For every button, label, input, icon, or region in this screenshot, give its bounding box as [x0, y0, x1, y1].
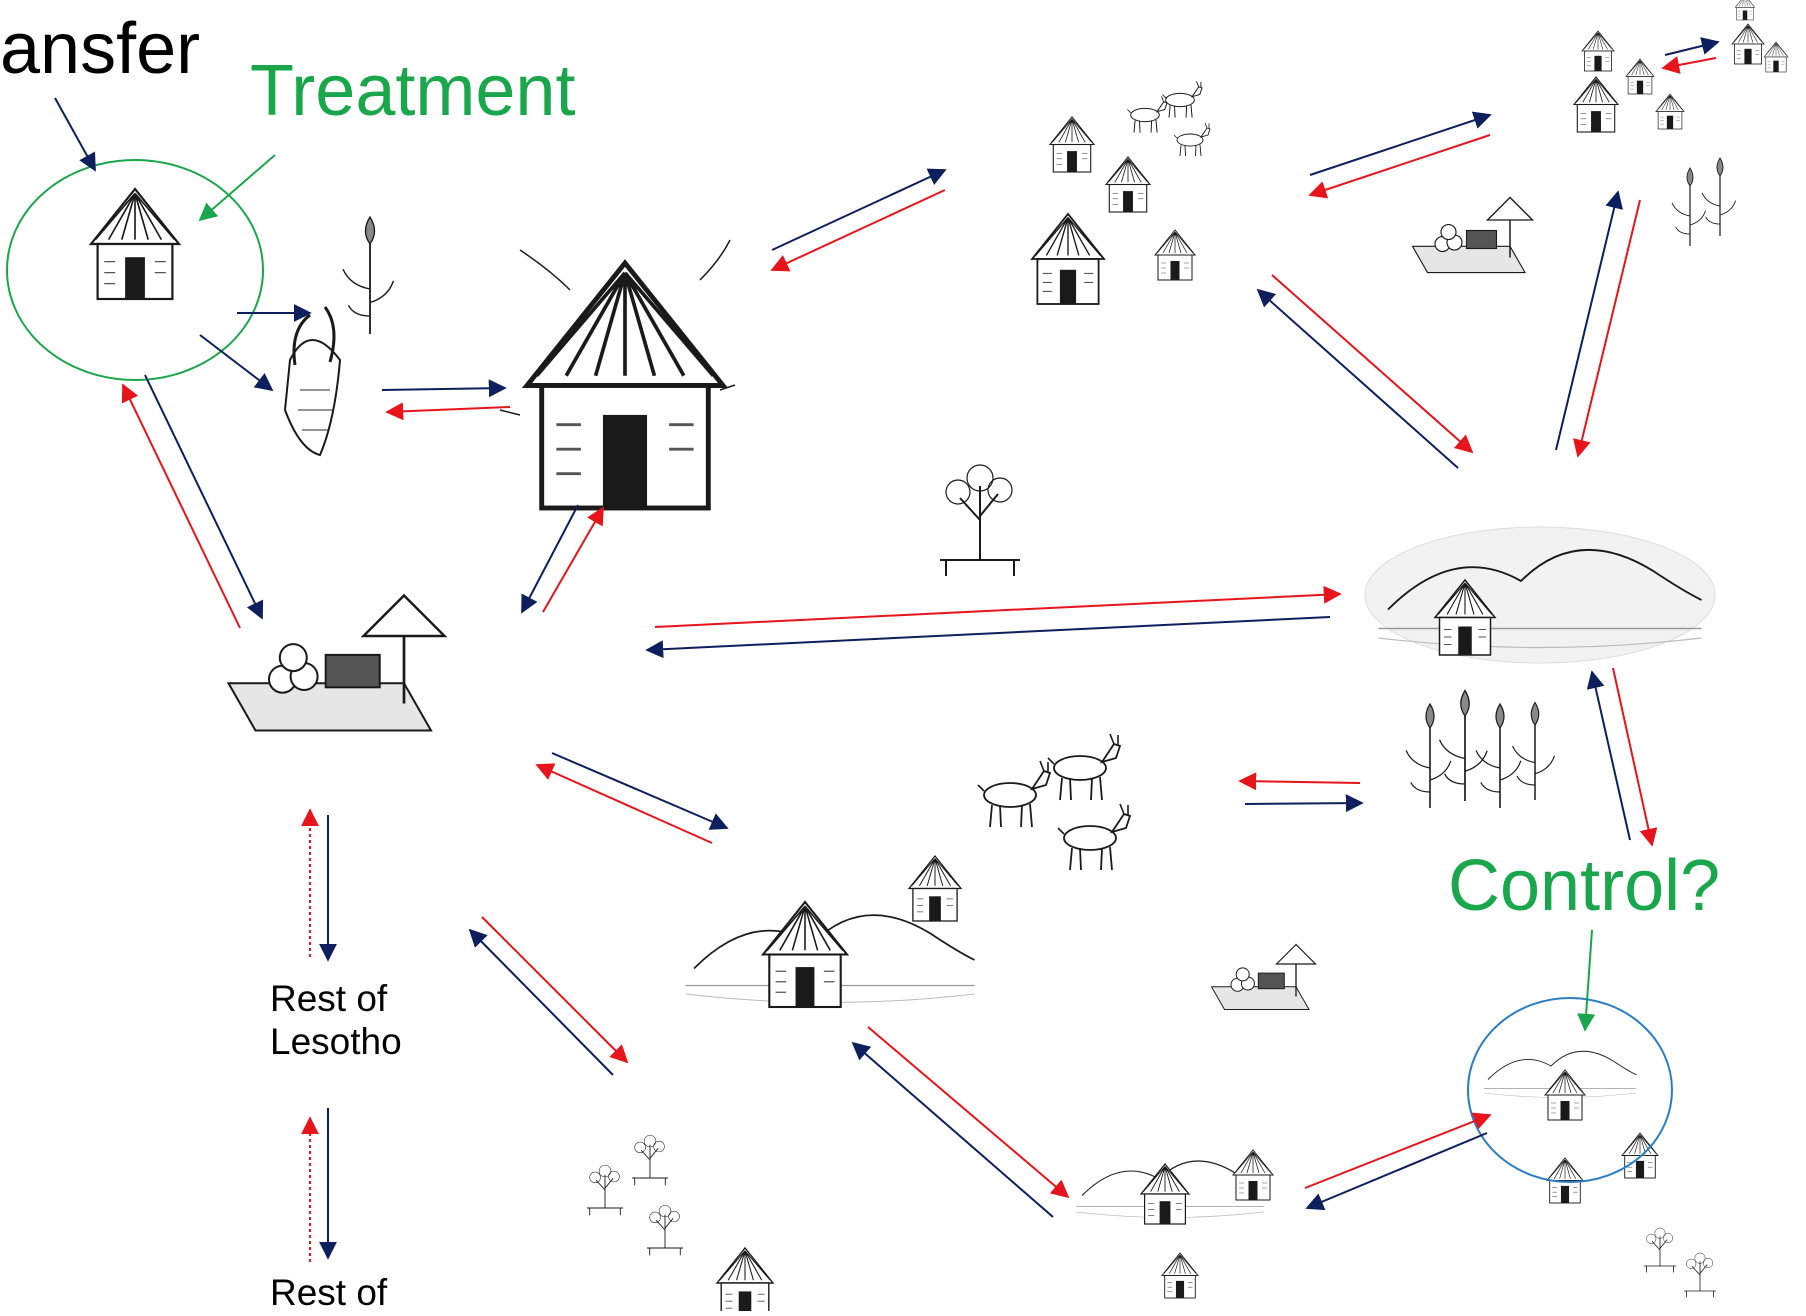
flow-arrows [121, 37, 1720, 1262]
treatment-label: Treatment [250, 51, 576, 131]
control-cluster-icon [1546, 1132, 1717, 1298]
treatment-hut-icon [89, 187, 181, 301]
small-market-icon [1210, 943, 1317, 1011]
rest-of-lesotho-line1: Rest of [270, 978, 388, 1019]
crop-icon [342, 216, 395, 335]
landscape-hut-icon [1364, 526, 1716, 664]
control-pointer [1577, 929, 1596, 1032]
rest-of-label: Rest of [270, 1272, 387, 1315]
goat-head-icon [283, 306, 342, 457]
village-cluster-icon [1031, 80, 1211, 305]
trees-group-icon [586, 1134, 774, 1316]
treatment-pointer [198, 154, 276, 222]
treatment-circle [6, 159, 264, 381]
rest-of-lesotho-label: Rest of Lesotho [270, 978, 402, 1063]
control-circle [1467, 997, 1673, 1183]
transfer-pointer [54, 97, 96, 172]
central-hut-icon [499, 239, 736, 508]
goats-herd-icon [977, 733, 1131, 871]
tree-market-icon [939, 464, 1021, 577]
rest-of-line1: Rest of [270, 1272, 388, 1313]
lower-village-icon [1075, 1149, 1274, 1299]
control-village-icon [1483, 1050, 1637, 1121]
far-village-icon [1411, 0, 1789, 274]
control-label: Control? [1448, 846, 1721, 926]
rest-of-lesotho-line2: Lesotho [270, 1020, 402, 1062]
transfer-label: ansfer [0, 9, 201, 89]
hill-village-icon [684, 855, 976, 1009]
crop-field-icon [1405, 689, 1556, 809]
